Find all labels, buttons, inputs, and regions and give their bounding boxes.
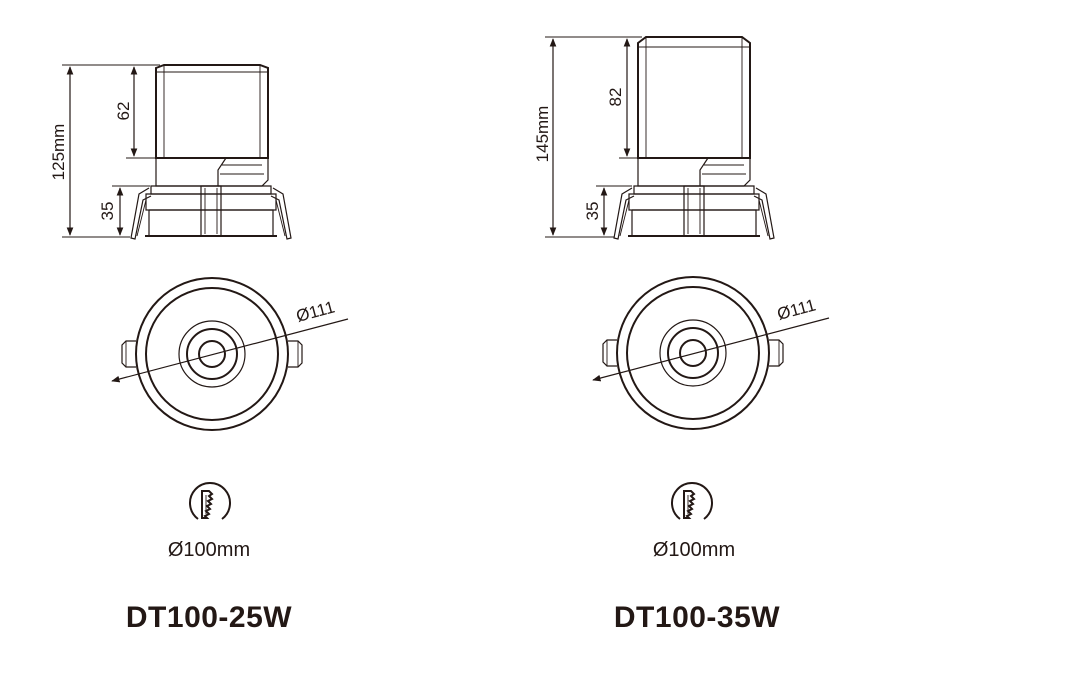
- product-1-side-view: [130, 64, 292, 240]
- product-2-total-height: 145mm: [533, 106, 552, 163]
- product-1-total-height: 125mm: [49, 124, 68, 181]
- product-2-cutout-saw-icon: [671, 482, 713, 520]
- product-2-model: DT100-35W: [614, 601, 780, 634]
- product-2-body-height: 82: [606, 88, 625, 107]
- product-2-outer-diameter: Ø111: [775, 295, 818, 323]
- product-1-model: DT100-25W: [126, 601, 292, 634]
- product-1-top-view: [112, 278, 348, 430]
- product-2-side-view: [613, 36, 775, 240]
- product-1-outer-diameter: Ø111: [294, 297, 337, 325]
- product-1-cutout-saw-icon: [189, 482, 231, 520]
- product-2-trim-height: 35: [583, 202, 602, 221]
- product-2-cutout: Ø100mm: [653, 539, 735, 561]
- product-1-body-height: 62: [114, 102, 133, 121]
- product-1-dimensions: [62, 64, 160, 238]
- product-2-dimensions: [545, 36, 642, 238]
- product-1-cutout: Ø100mm: [168, 539, 250, 561]
- product-1-trim-height: 35: [98, 202, 117, 221]
